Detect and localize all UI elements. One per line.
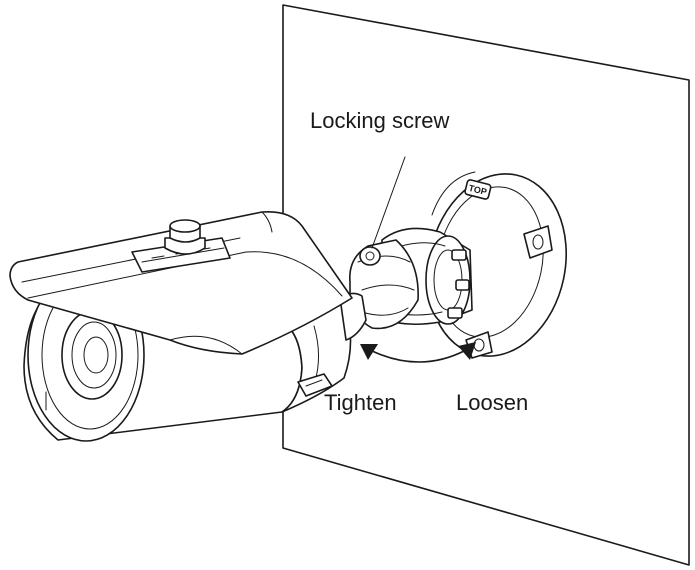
locking-screw-leader-line (371, 156, 406, 249)
rotation-arrow-icon (360, 342, 476, 363)
release-latch (297, 373, 333, 397)
mount-screw-tab (523, 225, 553, 259)
top-mark-text: TOP (468, 183, 488, 197)
tighten-label: Tighten (324, 390, 397, 415)
shield-knob (164, 219, 206, 255)
locking-screw (359, 246, 381, 266)
locking-screw-label: Locking screw (310, 108, 450, 133)
loosen-label: Loosen (456, 390, 529, 415)
top-mark: TOP (464, 179, 492, 200)
sun-shield (9, 210, 353, 355)
